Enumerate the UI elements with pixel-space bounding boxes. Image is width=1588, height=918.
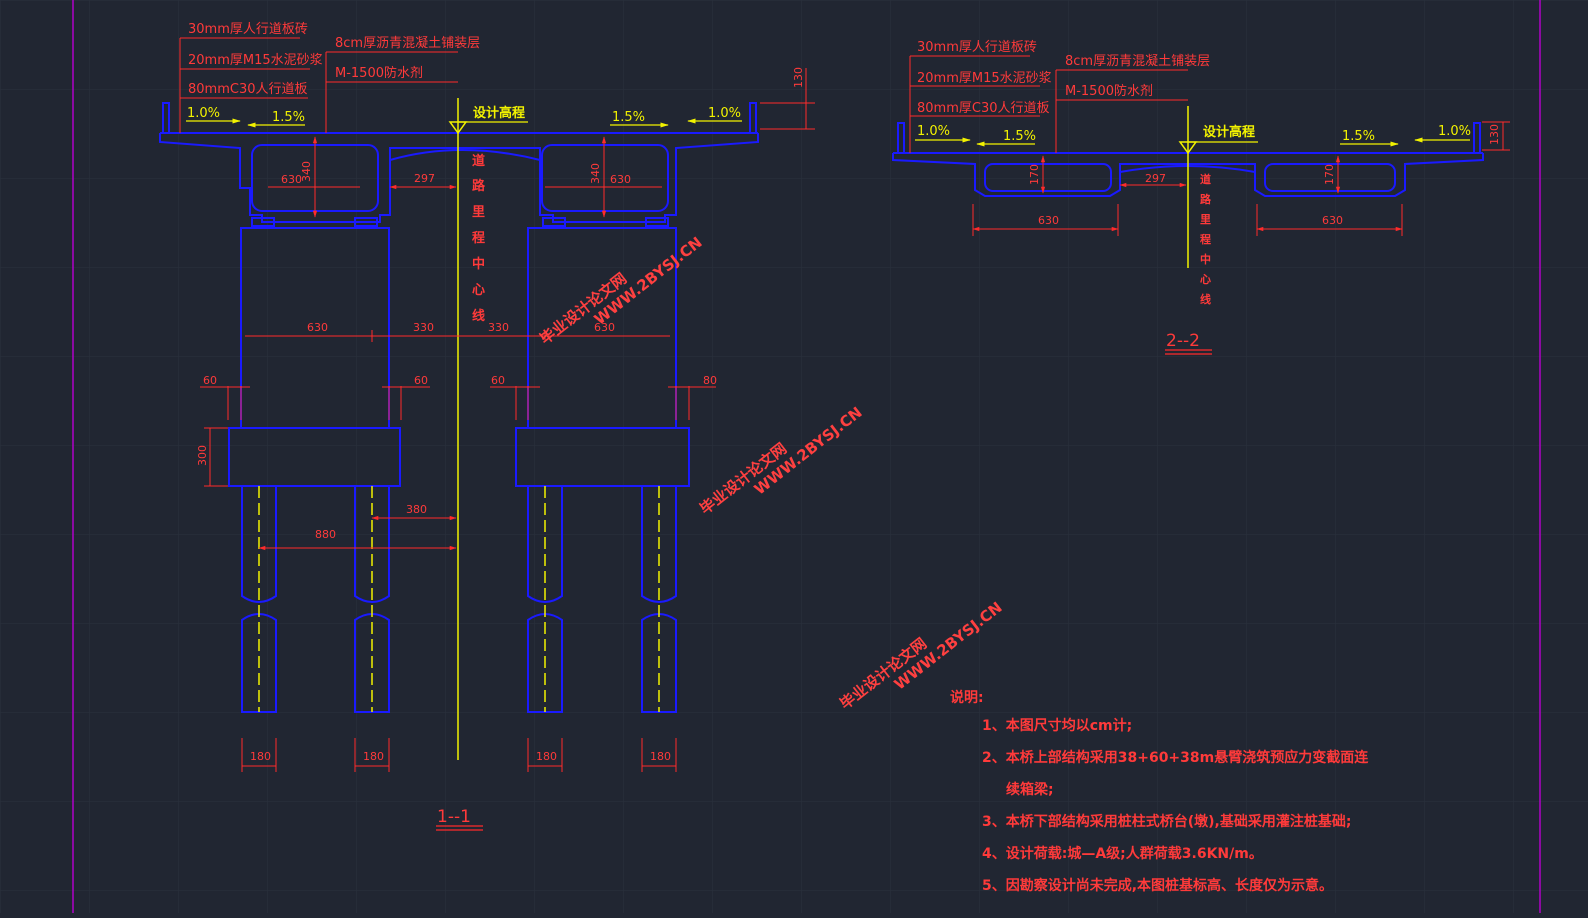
- section2-pave-1: 8cm厚沥青混凝土铺装层: [1065, 53, 1210, 69]
- svg-text:心: 心: [1200, 273, 1211, 286]
- section2-elev-label: 设计高程: [1203, 124, 1255, 140]
- svg-text:路: 路: [472, 178, 486, 194]
- section1-centerline-text: 道 路 里 程 中 心 线: [472, 153, 486, 324]
- section1-layer-1: 30mm厚人行道板砖: [188, 22, 308, 37]
- svg-text:程: 程: [1200, 232, 1211, 246]
- notes-item-2: 2、本桥上部结构采用38+60+38m悬臂浇筑预应力变截面连: [982, 749, 1369, 766]
- section1-elev-label: 设计高程: [473, 105, 525, 121]
- section1-dim-340a: 340: [300, 161, 313, 182]
- section2-dim-170b: 170: [1323, 164, 1336, 185]
- section2-layer-leaders: [909, 55, 1188, 153]
- notes-block: 说明: 1、本图尺寸均以cm计; 2、本桥上部结构采用38+60+38m悬臂浇筑…: [950, 689, 1369, 894]
- section2-layer-1: 30mm厚人行道板砖: [917, 40, 1037, 55]
- section1-dimension-lines: [200, 68, 815, 772]
- section1-layer-2: 20mm厚M15水泥砂浆: [188, 53, 323, 68]
- section1-dim-300: 300: [196, 445, 209, 466]
- svg-text:道: 道: [472, 153, 485, 169]
- section1-dim-880: 880: [315, 528, 336, 541]
- section2-dimension-lines: [972, 121, 1510, 236]
- section2-dim-630b: 630: [1322, 214, 1343, 227]
- section2-pave-2: M-1500防水剂: [1065, 83, 1153, 99]
- section1-dim-row-1: 630: [307, 321, 328, 334]
- section1-layer-3: 80mmC30人行道板: [188, 82, 308, 97]
- section2-slope-r2: 1.0%: [1438, 124, 1471, 139]
- notes-item-3: 3、本桥下部结构采用桩柱式桥台(墩),基础采用灌注桩基础;: [982, 813, 1351, 830]
- section1-slope-l2: 1.5%: [272, 110, 305, 125]
- section1-dim-630b: 630: [610, 173, 631, 186]
- section1-dim-60b: 60: [414, 374, 428, 387]
- section1-layer-leaders: [179, 37, 458, 133]
- svg-text:心: 心: [472, 283, 485, 298]
- notes-item-5: 5、因勘察设计尚未完成,本图桩基标高、长度仅为示意。: [982, 877, 1333, 894]
- svg-text:道: 道: [1200, 172, 1211, 186]
- section1-pile-dim-2: 180: [363, 750, 384, 763]
- section1-slope-arrows: [186, 118, 742, 128]
- svg-text:线: 线: [1200, 292, 1211, 306]
- section2-dim-170a: 170: [1028, 164, 1041, 185]
- section1-pave-1: 8cm厚沥青混凝土铺装层: [335, 35, 480, 51]
- section1-dim-60a: 60: [203, 374, 217, 387]
- svg-text:里: 里: [1200, 213, 1211, 226]
- section1-slope-l1: 1.0%: [187, 106, 220, 121]
- svg-text:中: 中: [472, 256, 485, 272]
- section2-slope-arrows: [915, 137, 1470, 147]
- section2-layer-2: 20mm厚M15水泥砂浆: [917, 71, 1052, 86]
- section1-dim-630a: 630: [281, 173, 302, 186]
- svg-text:中: 中: [1200, 252, 1211, 266]
- section1-dim-380: 380: [406, 503, 427, 516]
- section1-pave-2: M-1500防水剂: [335, 65, 423, 81]
- notes-heading: 说明:: [950, 689, 984, 706]
- section2-dim-130: 130: [1488, 124, 1501, 145]
- section1-dim-80: 80: [703, 374, 717, 387]
- section1-pile-dim-1: 180: [250, 750, 271, 763]
- section1-dim-340b: 340: [589, 163, 602, 184]
- section1-dim-60c: 60: [491, 374, 505, 387]
- section1-dim-row-4: 630: [594, 321, 615, 334]
- section-2-2: 设计高程 道 路 里 程 中 心 线 30mm厚人行道板砖 20mm厚M15水泥…: [892, 40, 1510, 355]
- section2-centerline-text: 道 路 里 程 中 心 线: [1200, 172, 1212, 306]
- section2-layer-3: 80mm厚C30人行道板: [917, 101, 1050, 116]
- section2-slope-l2: 1.5%: [1003, 129, 1036, 144]
- section2-dim-630a: 630: [1038, 214, 1059, 227]
- section2-dim-297: 297: [1145, 172, 1166, 185]
- section1-dim-130: 130: [792, 67, 805, 88]
- section2-slope-r1: 1.5%: [1342, 129, 1375, 144]
- section1-pile-axes: [258, 486, 660, 712]
- section-1-1: 设计高程 道 路 里 程 中 心 线 30mm厚人行道板砖 20mm厚M15水泥…: [159, 22, 815, 831]
- svg-text:程: 程: [472, 231, 485, 246]
- svg-text:线: 线: [472, 308, 485, 324]
- section1-pile-dim-3: 180: [536, 750, 557, 763]
- svg-text:里: 里: [472, 205, 485, 220]
- section1-dim-297: 297: [414, 172, 435, 185]
- section1-dim-row-3: 330: [488, 321, 509, 334]
- notes-item-4: 4、设计荷载:城—A级;人群荷载3.6KN/m。: [982, 845, 1263, 862]
- section1-title: 1--1: [437, 807, 471, 827]
- section1-dim-row-2: 330: [413, 321, 434, 334]
- section1-slope-r1: 1.5%: [612, 110, 645, 125]
- section1-slope-r2: 1.0%: [708, 106, 741, 121]
- svg-text:路: 路: [1200, 192, 1212, 206]
- section2-slope-l1: 1.0%: [917, 124, 950, 139]
- section2-title: 2--2: [1166, 331, 1200, 351]
- notes-item-2-cont: 续箱梁;: [1006, 781, 1054, 798]
- section1-pile-dim-4: 180: [650, 750, 671, 763]
- notes-item-1: 1、本图尺寸均以cm计;: [982, 717, 1132, 734]
